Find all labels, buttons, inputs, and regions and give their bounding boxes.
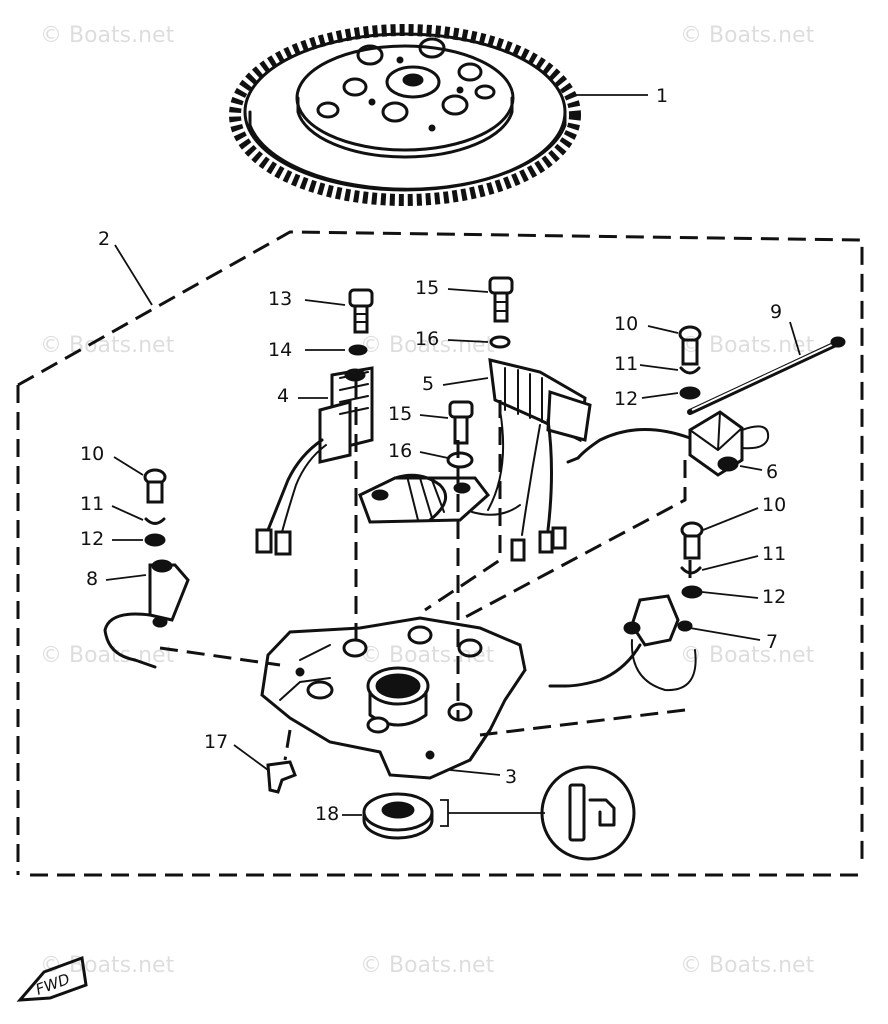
callout-17: 17 xyxy=(204,731,228,753)
seal-detail-inset xyxy=(540,765,636,861)
washer-12-right xyxy=(681,585,703,599)
callout-16-mid: 16 xyxy=(388,440,412,462)
bolt-10-top xyxy=(678,325,702,366)
callout-13: 13 xyxy=(268,288,292,310)
washer-11-top xyxy=(679,366,701,375)
callout-11-right: 11 xyxy=(762,543,786,565)
watermark: © Boats.net xyxy=(680,643,815,668)
washer-12-top xyxy=(679,386,701,400)
callout-15-top: 15 xyxy=(415,277,439,299)
watermark: © Boats.net xyxy=(680,333,815,358)
callout-18: 18 xyxy=(315,803,339,825)
watermark: © Boats.net xyxy=(680,953,815,978)
callout-16-top: 16 xyxy=(415,328,439,350)
callout-5: 5 xyxy=(422,373,434,395)
callout-15-mid: 15 xyxy=(388,403,412,425)
watermark: © Boats.net xyxy=(40,23,175,48)
callout-7: 7 xyxy=(766,631,778,653)
pulser-coil-7 xyxy=(548,594,697,692)
callout-10-top: 10 xyxy=(614,313,638,335)
washer-14 xyxy=(348,344,368,356)
charge-coil-4 xyxy=(255,366,374,556)
callout-3: 3 xyxy=(505,766,517,788)
clamp-17 xyxy=(266,760,297,794)
callout-6: 6 xyxy=(766,461,778,483)
callout-11-left: 11 xyxy=(80,493,104,515)
pulser-coil-8 xyxy=(103,559,190,669)
bolt-15-top xyxy=(488,276,514,323)
callout-11-top: 11 xyxy=(614,353,638,375)
washer-16-mid xyxy=(446,451,474,469)
oil-seal-18 xyxy=(362,792,434,840)
watermark: © Boats.net xyxy=(40,333,175,358)
washer-12-left xyxy=(144,533,166,547)
callout-14: 14 xyxy=(268,339,292,361)
watermark: © Boats.net xyxy=(360,333,495,358)
callout-9: 9 xyxy=(770,301,782,323)
washer-11-left xyxy=(144,517,166,525)
callout-4: 4 xyxy=(277,385,289,407)
watermark: © Boats.net xyxy=(40,953,175,978)
watermark: © Boats.net xyxy=(360,953,495,978)
cdi-unit-6 xyxy=(566,410,770,477)
callout-10-right: 10 xyxy=(762,494,786,516)
callout-2: 2 xyxy=(98,228,110,250)
bolt-10-left xyxy=(143,468,167,504)
flywheel xyxy=(229,24,581,206)
watermark: © Boats.net xyxy=(680,23,815,48)
lighting-coil-5 xyxy=(487,358,592,562)
callout-10-left: 10 xyxy=(80,443,104,465)
spark-plug-wire-9 xyxy=(687,336,846,415)
callout-12-right: 12 xyxy=(762,586,786,608)
callout-12-top: 12 xyxy=(614,388,638,410)
leader-2 xyxy=(114,244,153,306)
callout-12-left: 12 xyxy=(80,528,104,550)
watermark: © Boats.net xyxy=(40,643,175,668)
washer-16-top xyxy=(489,335,511,349)
bolt-15-mid xyxy=(448,400,474,445)
callout-8: 8 xyxy=(86,568,98,590)
callout-1: 1 xyxy=(656,85,668,107)
bolt-13 xyxy=(348,288,374,334)
bolt-10-right xyxy=(680,521,704,560)
assembly-outline-top xyxy=(17,230,864,860)
forward-direction-arrow: FWD xyxy=(16,955,88,1002)
watermark: © Boats.net xyxy=(360,643,495,668)
stator-base-3 xyxy=(260,616,527,780)
pulser-coil-center xyxy=(358,473,521,524)
